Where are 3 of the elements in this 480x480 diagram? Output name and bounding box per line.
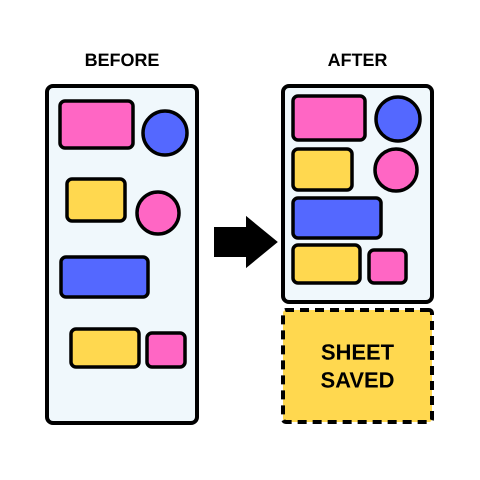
heading: BEFORE	[86, 53, 159, 66]
heading: AFTER	[328, 54, 388, 66]
status-box: SHEET SAVED	[281, 308, 434, 424]
